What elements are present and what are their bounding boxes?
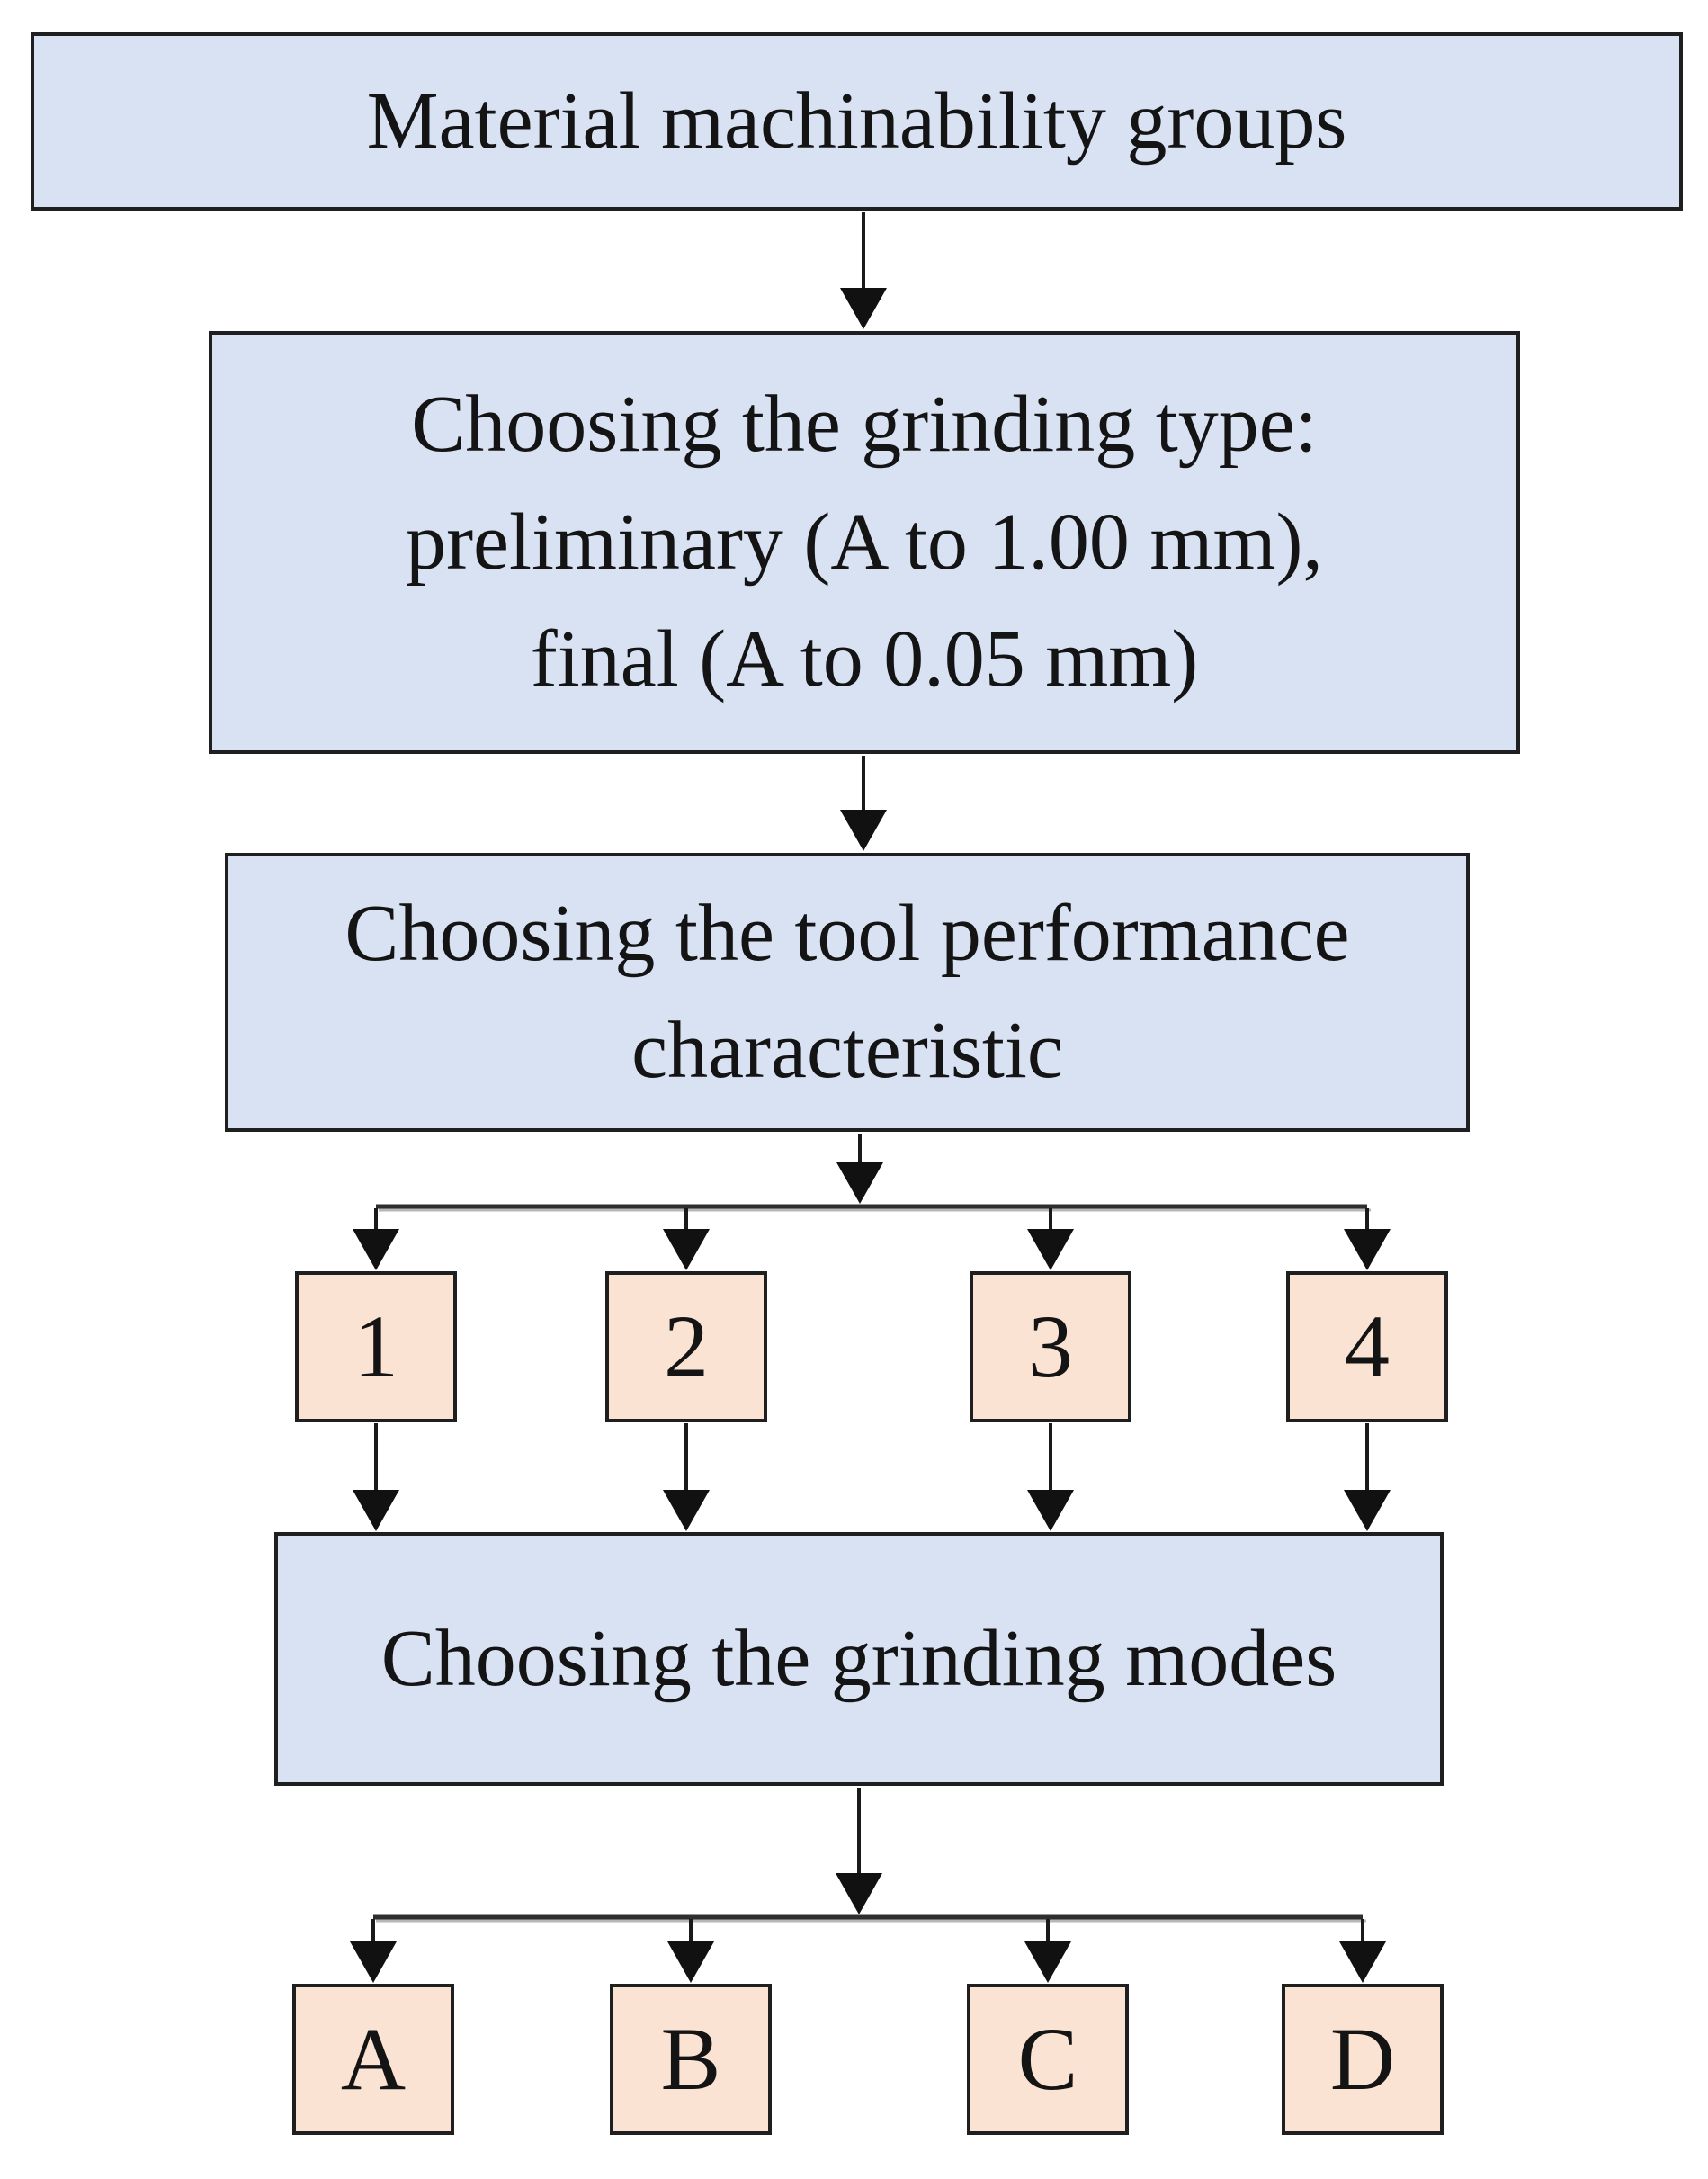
- node-label-line: characteristic: [631, 1006, 1063, 1095]
- option-label: 2: [664, 1296, 709, 1396]
- branch1-arrow-2: [663, 1208, 710, 1270]
- option-box-2: 2: [605, 1271, 767, 1422]
- branch1-arrow-1: [353, 1208, 399, 1270]
- option-box-1: 1: [295, 1271, 457, 1422]
- arrow-opt1-to-modes: [353, 1423, 399, 1531]
- branch-line-2: [373, 1914, 1366, 1923]
- arrow-modes-to-branch2: [836, 1788, 882, 1914]
- node-grinding-modes: Choosing the grinding modes: [274, 1532, 1444, 1786]
- option-label: C: [1017, 2009, 1078, 2109]
- branch2-arrow-d: [1339, 1919, 1386, 1983]
- option-label: B: [660, 2009, 721, 2109]
- option-box-3: 3: [970, 1271, 1131, 1422]
- branch2-arrow-c: [1024, 1919, 1071, 1983]
- node-label-line: final (A to 0.05 mm): [530, 614, 1199, 704]
- node-label: Material machinability groups: [366, 76, 1347, 166]
- option-label: A: [340, 2009, 407, 2109]
- arrow-opt4-to-modes: [1344, 1423, 1391, 1531]
- node-material-machinability-groups: Material machinability groups: [31, 32, 1683, 211]
- option-box-d: D: [1282, 1984, 1444, 2135]
- node-label: Choosing the grinding modes: [380, 1613, 1337, 1703]
- option-box-b: B: [610, 1984, 772, 2135]
- arrow-step3-to-branch1: [836, 1134, 883, 1204]
- node-label-line: Choosing the grinding type:: [411, 380, 1318, 470]
- option-label: D: [1329, 2009, 1396, 2109]
- branch2-arrow-b: [667, 1919, 714, 1983]
- option-label: 3: [1028, 1296, 1073, 1396]
- arrow-step1-to-step2: [840, 212, 887, 329]
- option-box-c: C: [967, 1984, 1129, 2135]
- option-box-a: A: [292, 1984, 454, 2135]
- option-label: 1: [353, 1296, 398, 1396]
- option-box-4: 4: [1286, 1271, 1448, 1422]
- arrow-opt3-to-modes: [1027, 1423, 1074, 1531]
- branch2-arrow-a: [350, 1919, 397, 1983]
- branch1-arrow-3: [1027, 1208, 1074, 1270]
- node-tool-performance-characteristic: Choosing the tool performance characteri…: [225, 853, 1470, 1132]
- node-label-line: preliminary (A to 1.00 mm),: [406, 497, 1323, 587]
- node-grinding-type: Choosing the grinding type: preliminary …: [209, 331, 1520, 754]
- arrow-opt2-to-modes: [663, 1423, 710, 1531]
- option-label: 4: [1345, 1296, 1390, 1396]
- branch1-arrow-4: [1344, 1208, 1391, 1270]
- arrow-step2-to-step3: [840, 756, 887, 851]
- branch-line-1: [376, 1204, 1371, 1212]
- node-label-line: Choosing the tool performance: [344, 888, 1350, 978]
